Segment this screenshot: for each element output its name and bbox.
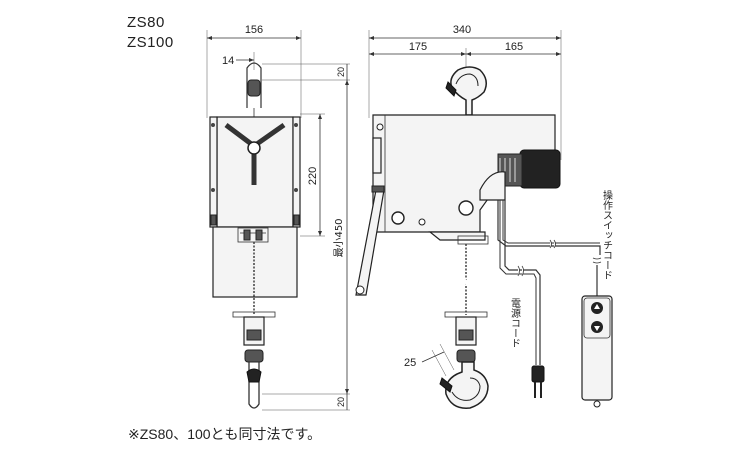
footnote: ※ZS80、100とも同寸法です。: [128, 426, 322, 442]
dim-top-gap: 20: [336, 67, 346, 77]
model-label-zs80: ZS80: [127, 14, 165, 31]
label-switch-cord: 操作スイッチコード: [601, 189, 613, 280]
model-label-zs100: ZS100: [127, 34, 174, 51]
dim-front-width: 156: [245, 24, 263, 36]
label-power-cord: 電源コード: [509, 298, 521, 348]
dim-min-height: 最小450: [333, 218, 345, 257]
dim-hook-opening: 25: [404, 357, 416, 369]
pendant-switch: [581, 295, 613, 401]
dim-side-total: 340: [453, 24, 471, 36]
dim-side-right: 165: [505, 41, 523, 53]
side-view: 340 175 165: [355, 24, 613, 409]
front-view: 156 14: [206, 24, 302, 409]
dim-hook-offset: 14: [222, 55, 234, 67]
dim-bottom-gap: 20: [336, 397, 346, 407]
dim-side-left: 175: [409, 41, 427, 53]
dim-body-height: 220: [307, 167, 319, 185]
vertical-dimensions: 220 20 最小450 20: [262, 63, 350, 411]
